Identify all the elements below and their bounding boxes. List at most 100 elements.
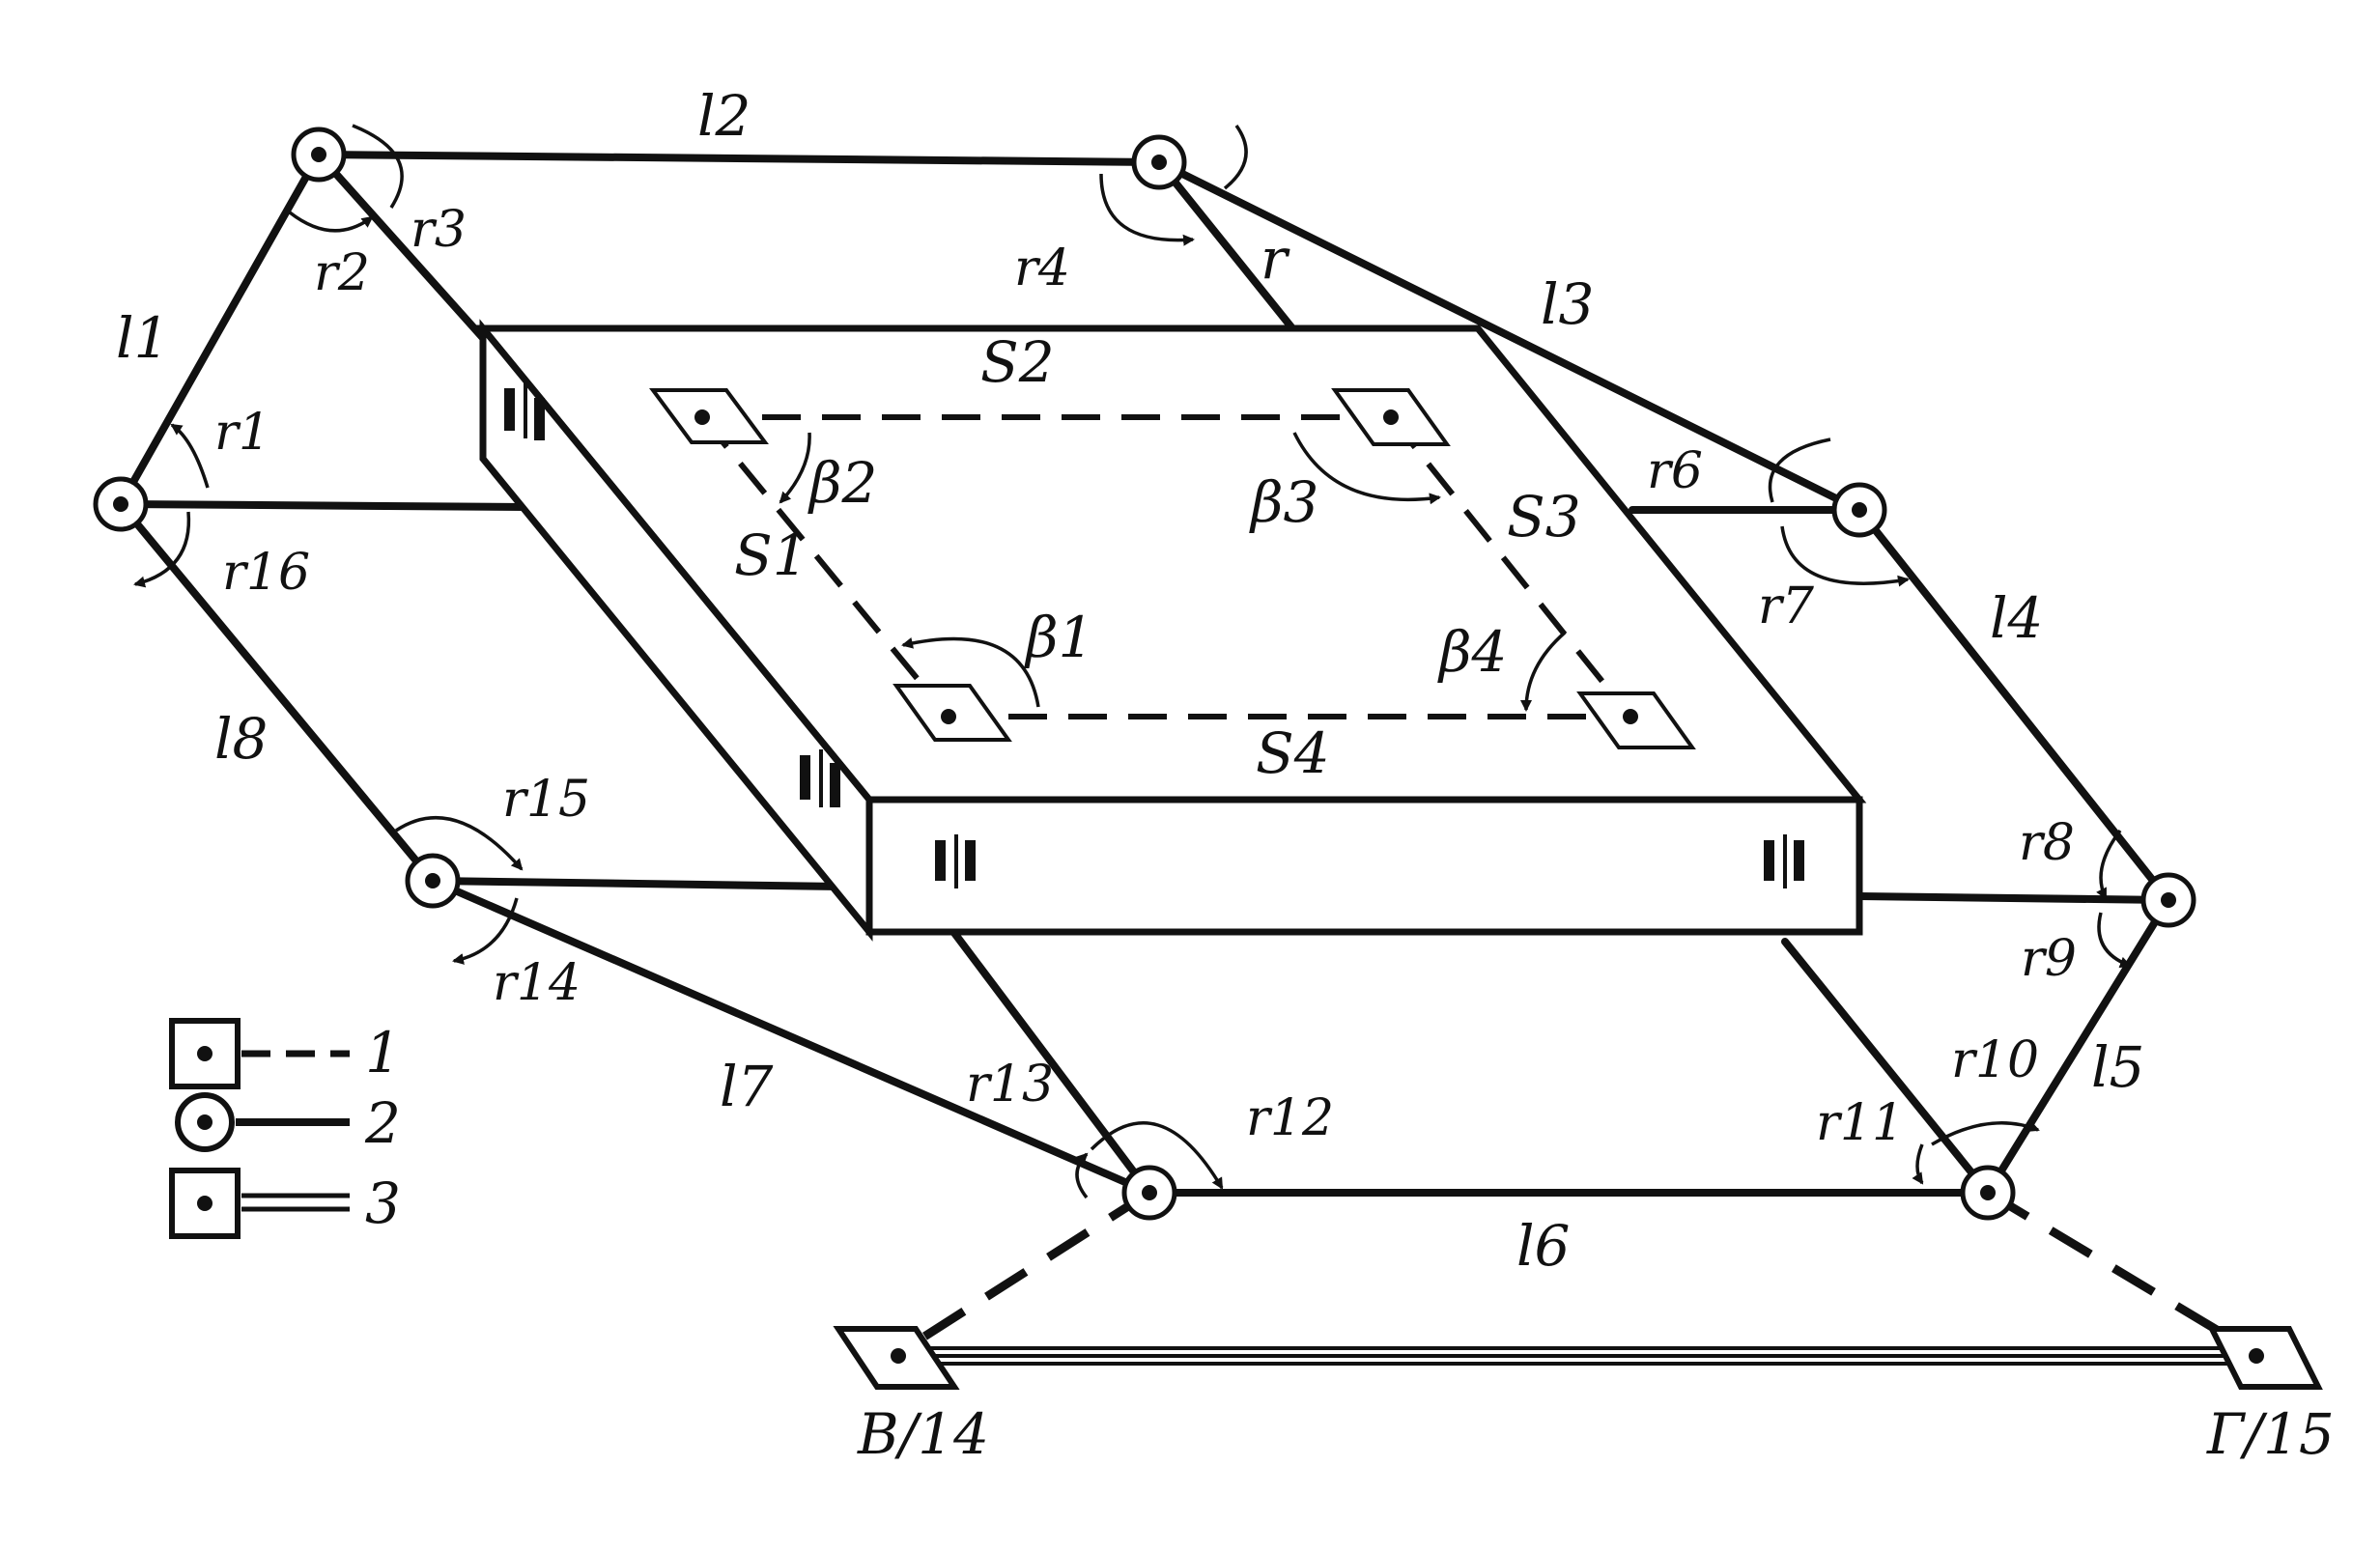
inner-marker-2 [1331,388,1451,446]
arc-r4 [1099,173,1195,246]
arc-r13 [1075,1152,1089,1199]
ray-r15 [429,877,844,890]
arc-r6 [1768,437,1831,503]
base-point-g15 [2207,1326,2323,1390]
label-r10: r10 [1951,1031,2039,1089]
station-6 [1121,1165,1177,1221]
wall-marker-left-upper [504,382,545,440]
label-r1: r1 [214,404,270,462]
label-r7: r7 [1758,578,1815,635]
label-s3: S3 [1507,484,1581,550]
side-s3 [1388,415,1633,719]
label-r13: r13 [966,1056,1054,1114]
wall-marker-left-lower [800,749,840,807]
label-r8: r8 [2019,814,2075,872]
side-l5 [1984,896,2172,1197]
inner-marker-1 [649,388,769,444]
arc-r9 [2097,912,2132,969]
label-r2: r2 [314,244,370,302]
label-r12: r12 [1246,1089,1334,1147]
label-l7: l7 [720,1054,774,1119]
label-point-g15: Г/15 [2206,1401,2335,1467]
label-l3: l3 [1541,271,1594,337]
legend-item-3: 3 [169,1168,401,1239]
ray-r [1155,158,1296,332]
inner-marker-4 [1576,691,1696,749]
inner-traverse [649,388,1696,749]
object-box [475,319,1867,942]
label-b3: β3 [1249,469,1318,535]
legend-label-3: 3 [365,1170,401,1236]
label-s4: S4 [1256,720,1330,786]
label-r4: r4 [1014,240,1070,297]
label-r14: r14 [493,954,581,1012]
label-r: r [1261,226,1290,292]
base-line [900,1189,2253,1366]
label-r3: r3 [411,201,467,259]
arc-b2 [779,432,811,504]
arc-b3 [1292,432,1441,505]
arc-r11 [1912,1143,1924,1185]
station-rays [117,151,2172,1197]
labels: l1 l2 l3 l4 l5 l6 l7 l8 S1 S2 S3 S4 β1 β… [116,83,2335,1467]
label-r9: r9 [2021,930,2077,988]
ray-r11 [1781,938,1992,1197]
label-r11: r11 [1816,1094,1904,1152]
station-8 [93,476,149,532]
arc-r8 [2096,829,2122,900]
label-s2: S2 [980,329,1055,395]
legend-label-1: 1 [365,1020,401,1086]
side-l7 [429,877,1153,1197]
label-l1: l1 [116,305,169,371]
traverse-lines [117,151,2172,1197]
label-l4: l4 [1990,585,2043,651]
legend-item-2: 2 [175,1090,401,1156]
angle-arcs [133,124,2132,1199]
label-b1: β1 [1024,605,1093,670]
label-r15: r15 [502,771,590,829]
arc-r16 [133,511,191,588]
side-l2 [315,151,1163,166]
station-1 [291,127,347,183]
legend: 1 2 3 [169,1018,401,1239]
box-front-face [865,796,1863,936]
label-l6: l6 [1516,1213,1570,1279]
stations [93,127,2196,1221]
arc-b4 [1520,631,1567,712]
station-2 [1131,134,1187,190]
label-b2: β2 [808,450,877,516]
arc-r3 [352,124,404,209]
label-r16: r16 [222,544,310,602]
station-7 [405,853,461,909]
arc-r14 [452,897,519,965]
side-l3 [1155,158,1863,514]
side-s1 [699,415,951,719]
side-l4 [1856,506,2172,904]
arc-b1 [901,636,1040,708]
arc-r10 [1931,1120,2040,1146]
legend-item-1: 1 [169,1018,401,1089]
station-4 [2140,872,2196,928]
arc-r4-top [1223,124,1248,190]
arc-r1 [170,423,210,489]
label-l8: l8 [214,706,268,772]
ray-r13 [948,925,1153,1197]
label-r6: r6 [1647,442,1703,500]
base-point-v14 [833,1326,960,1390]
ray-from-r2-station [315,151,487,342]
side-l1 [117,151,323,508]
inner-marker-3 [892,684,1012,742]
ray-r8 [1856,892,2172,904]
label-s1: S1 [734,522,808,588]
wall-marker-front-left [935,834,976,888]
arc-r15 [395,815,524,871]
ray-r1 [117,500,530,511]
wall-marker-front-right [1764,834,1804,888]
label-l2: l2 [697,83,751,149]
station-3 [1831,482,1887,538]
label-l5: l5 [2091,1034,2144,1100]
label-point-v14: В/14 [857,1401,989,1467]
link-to-v14 [900,1189,1152,1354]
link-to-g15 [1985,1189,2253,1354]
